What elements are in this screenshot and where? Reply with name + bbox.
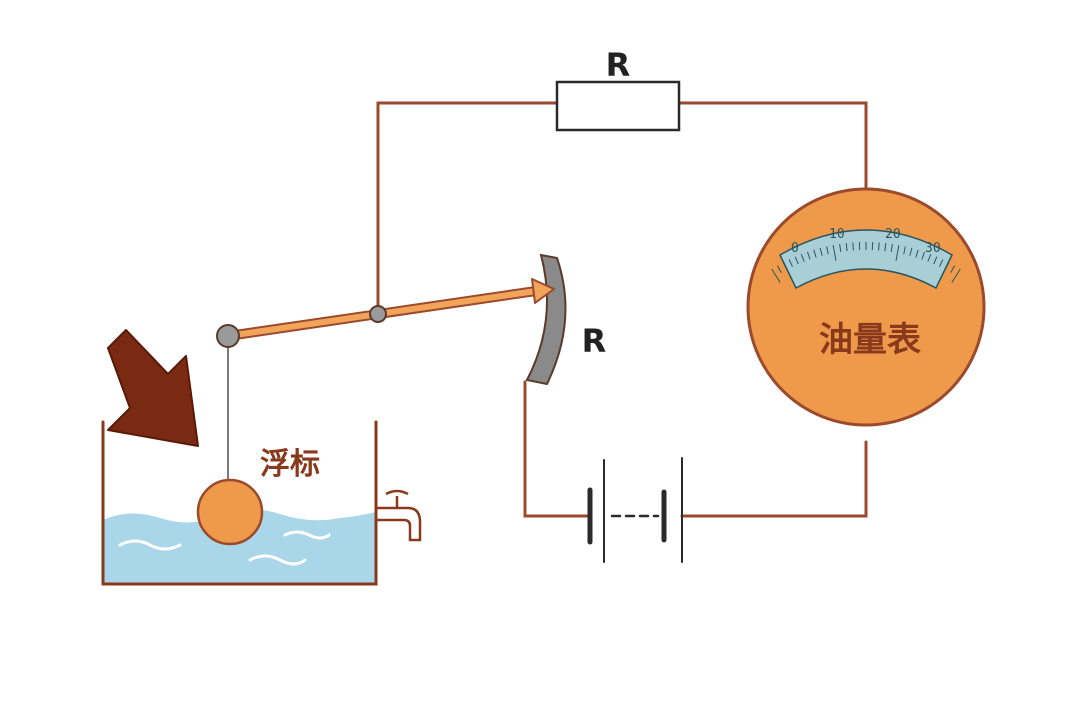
meter-tick bbox=[903, 246, 906, 255]
battery bbox=[587, 457, 683, 563]
wire-bottom-left bbox=[523, 380, 592, 518]
meter-tick bbox=[832, 245, 837, 261]
fuel-tank bbox=[101, 420, 422, 586]
meter-tick bbox=[771, 268, 781, 283]
meter-tick bbox=[927, 254, 932, 262]
water-wave-3 bbox=[283, 530, 331, 540]
wire-top-right bbox=[677, 101, 868, 195]
meter-tick bbox=[939, 259, 944, 267]
meter-tick bbox=[884, 243, 887, 252]
meter-tick bbox=[819, 247, 823, 256]
float-label: 浮标 bbox=[260, 447, 320, 482]
water-wave-2 bbox=[248, 554, 307, 566]
meter-scale-label-30: 30 bbox=[925, 241, 941, 256]
tank-walls bbox=[101, 420, 378, 586]
fixed-resistor-label: R bbox=[606, 46, 631, 84]
lever-joint-float bbox=[216, 324, 240, 348]
meter-tick bbox=[895, 245, 900, 261]
circuit-wires bbox=[376, 101, 868, 518]
water-wave-1 bbox=[118, 539, 182, 551]
meter-tick bbox=[909, 247, 913, 256]
meter-tick bbox=[951, 268, 961, 283]
meter-tick bbox=[890, 243, 893, 252]
fixed-resistor bbox=[555, 80, 681, 132]
meter-scale-label-0: 0 bbox=[791, 241, 799, 256]
lever-pointer-tip bbox=[531, 278, 555, 304]
wire-right-bottom bbox=[680, 440, 868, 518]
meter-scale-band bbox=[779, 229, 953, 290]
meter-tick bbox=[800, 254, 805, 262]
meter-scale-label-10: 10 bbox=[829, 227, 845, 242]
meter-tick bbox=[921, 251, 925, 260]
meter-tick bbox=[782, 262, 788, 270]
meter-tick bbox=[839, 243, 842, 252]
meter-tick bbox=[944, 262, 950, 270]
meter-label: 油量表 bbox=[819, 320, 921, 360]
meter-tick bbox=[933, 256, 938, 265]
faucet-icon bbox=[376, 489, 422, 542]
float bbox=[196, 478, 264, 546]
meter-tick bbox=[826, 246, 829, 255]
meter-tick bbox=[813, 249, 817, 258]
wire-top-left bbox=[376, 101, 559, 315]
variable-resistor bbox=[525, 253, 567, 386]
meter-tick bbox=[794, 256, 799, 265]
meter-scale-label-20: 20 bbox=[885, 227, 901, 242]
meter-scale-ticks bbox=[771, 242, 961, 283]
variable-resistor-label: R bbox=[582, 322, 607, 360]
fuel-meter: 0 10 20 30 油量表 bbox=[746, 187, 986, 427]
indicator-arrow-icon bbox=[107, 329, 199, 447]
lever-pivot bbox=[369, 305, 387, 323]
meter-tick bbox=[852, 242, 854, 251]
meter-tick bbox=[915, 249, 919, 258]
meter-tick bbox=[878, 242, 880, 251]
meter-tick bbox=[845, 243, 848, 252]
meter-tick bbox=[950, 265, 956, 273]
meter-tick bbox=[807, 251, 811, 260]
meter-body bbox=[746, 187, 986, 427]
meter-tick bbox=[776, 265, 782, 273]
lever bbox=[216, 278, 555, 348]
meter-tick bbox=[788, 259, 793, 267]
tank-water bbox=[103, 509, 376, 584]
